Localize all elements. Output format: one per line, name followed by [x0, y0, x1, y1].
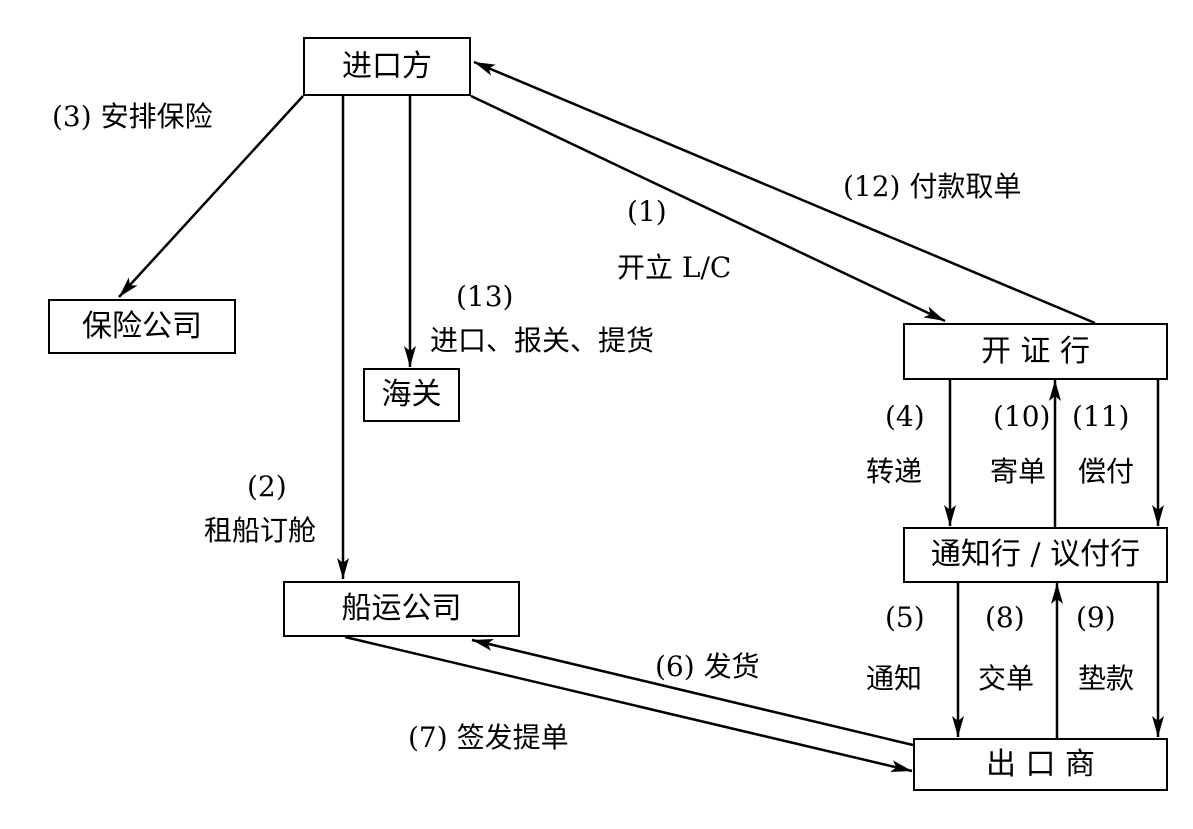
- node-exporter: 出 口 商: [913, 738, 1168, 791]
- label-step-8-num: (8): [985, 601, 1025, 634]
- label-step-4-text: 转递: [866, 455, 923, 488]
- label-step-4-num: (4): [885, 400, 925, 433]
- label-step-13-text: 进口、报关、提货: [430, 324, 655, 357]
- label-step-11-num: (11): [1072, 400, 1130, 433]
- node-importer: 进口方: [303, 37, 471, 96]
- node-issuing-bank: 开 证 行: [903, 323, 1168, 380]
- arrow-shipping-to-exporter-7: [344, 635, 913, 773]
- label-step-2-text: 租船订舱: [204, 514, 317, 547]
- label-step-3: (3) 安排保险: [52, 100, 213, 133]
- label-step-13-num: (13): [456, 280, 514, 313]
- node-shipping-company: 船运公司: [283, 581, 520, 637]
- node-customs: 海关: [363, 368, 460, 422]
- label-step-1-text: 开立 L/C: [617, 251, 732, 284]
- node-advising-bank: 通知行 / 议付行: [903, 527, 1168, 583]
- label-step-11-text: 偿付: [1078, 455, 1135, 488]
- label-step-10-text: 寄单: [990, 455, 1047, 488]
- label-step-9-num: (9): [1076, 601, 1116, 634]
- label-step-5-num: (5): [885, 601, 925, 634]
- label-step-10-num: (10): [993, 400, 1051, 433]
- label-step-7: (7) 签发提单: [408, 721, 569, 754]
- label-step-8-text: 交单: [978, 662, 1035, 695]
- arrow-importer-to-issuing-bank: [470, 94, 946, 323]
- label-step-2-num: (2): [247, 470, 287, 503]
- label-step-5-text: 通知: [866, 662, 923, 695]
- arrow-exporter-to-shipping-6: [471, 638, 914, 747]
- arrow-importer-to-insurance: [118, 95, 304, 298]
- label-step-9-text: 垫款: [1078, 662, 1135, 695]
- label-step-6: (6) 发货: [655, 650, 760, 683]
- label-step-1-num: (1): [627, 195, 667, 228]
- node-insurance-company: 保险公司: [48, 299, 236, 354]
- arrow-issuing-bank-to-importer: [473, 60, 1096, 325]
- label-step-12: (12) 付款取单: [843, 170, 1022, 203]
